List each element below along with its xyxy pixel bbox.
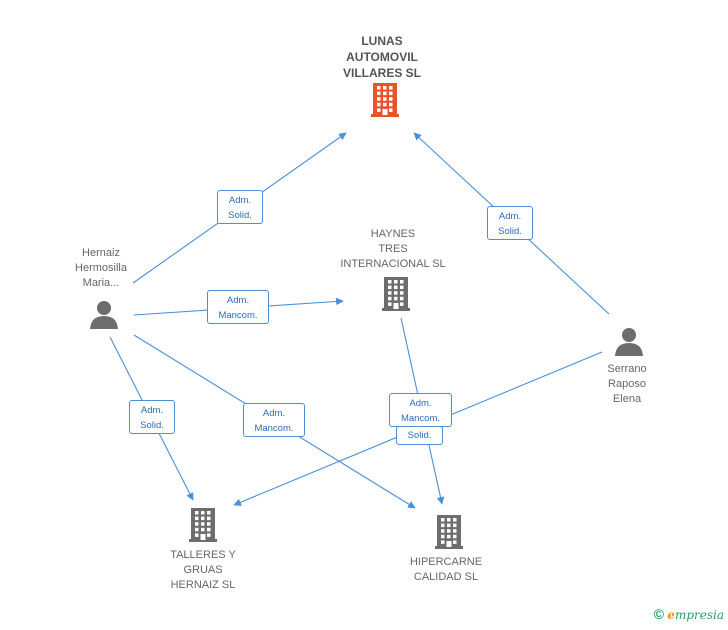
label-line: LUNAS: [361, 34, 403, 48]
label-line: Elena: [612, 393, 642, 405]
person-icon[interactable]: [615, 328, 643, 356]
role-badge[interactable]: Adm. Solid.: [487, 206, 533, 240]
role-badge[interactable]: Adm. Mancom.: [243, 403, 305, 437]
role-badge-line: Adm.: [262, 408, 286, 419]
role-badge[interactable]: Solid.: [396, 426, 443, 445]
person-icon[interactable]: [90, 301, 118, 329]
building-icon[interactable]: [189, 508, 217, 542]
role-badge[interactable]: Adm. Solid.: [217, 190, 263, 224]
role-badge[interactable]: Adm. Mancom.: [389, 393, 452, 427]
haynes-label: HAYNES TRES INTERNACIONAL SL: [323, 227, 463, 272]
brand-logo-initial: e: [667, 608, 675, 622]
role-badge-line: Solid.: [498, 226, 522, 237]
label-line: Raposo: [608, 378, 646, 390]
label-line: Serrano: [607, 363, 647, 375]
role-badge-line: Solid.: [228, 210, 252, 221]
lunas-label: LUNAS AUTOMOVIL VILLARES SL: [312, 33, 452, 81]
role-badge[interactable]: Adm. Solid.: [129, 400, 175, 434]
role-badge-line: Mancom.: [254, 423, 294, 434]
talleres-label: TALLERES Y GRUAS HERNAIZ SL: [133, 548, 273, 593]
label-line: HAYNES: [370, 228, 416, 240]
role-badge-line: Adm.: [228, 195, 252, 206]
copyright-notice: © empresia: [654, 606, 724, 622]
label-line: TALLERES Y: [170, 549, 236, 561]
role-badge[interactable]: Adm. Mancom.: [207, 290, 269, 324]
building-icon[interactable]: [371, 83, 399, 117]
role-badge-line: Adm.: [409, 398, 432, 409]
label-line: HERNAIZ SL: [170, 579, 236, 591]
role-badge-line: Adm.: [498, 211, 522, 222]
label-line: CALIDAD SL: [413, 571, 479, 583]
copyright-icon: ©: [653, 606, 664, 622]
building-icon[interactable]: [435, 515, 463, 549]
label-line: Hermosilla: [75, 262, 127, 274]
label-line: GRUAS: [183, 564, 223, 576]
edge-layer: [109, 132, 610, 509]
icon-layer: [90, 83, 643, 549]
hipercarne-label: HIPERCARNE CALIDAD SL: [376, 555, 516, 585]
role-badge-line: Mancom.: [218, 310, 258, 321]
role-badge-line: Adm.: [226, 295, 250, 306]
label-line: Maria...: [82, 277, 120, 289]
label-line: AUTOMOVIL: [346, 50, 418, 64]
label-line: Hernaiz: [82, 247, 120, 259]
role-badge-line: Solid.: [407, 430, 432, 441]
label-line: TRES: [378, 243, 408, 255]
label-line: VILLARES SL: [342, 66, 421, 80]
role-badge-line: Adm.: [140, 405, 164, 416]
role-badge-line: Solid.: [140, 420, 164, 431]
label-line: HIPERCARNE: [409, 556, 483, 568]
building-icon[interactable]: [382, 277, 410, 311]
label-line: INTERNACIONAL SL: [340, 258, 446, 270]
brand-logo-text: mpresia: [674, 608, 724, 622]
role-badge-line: Mancom.: [400, 413, 441, 424]
